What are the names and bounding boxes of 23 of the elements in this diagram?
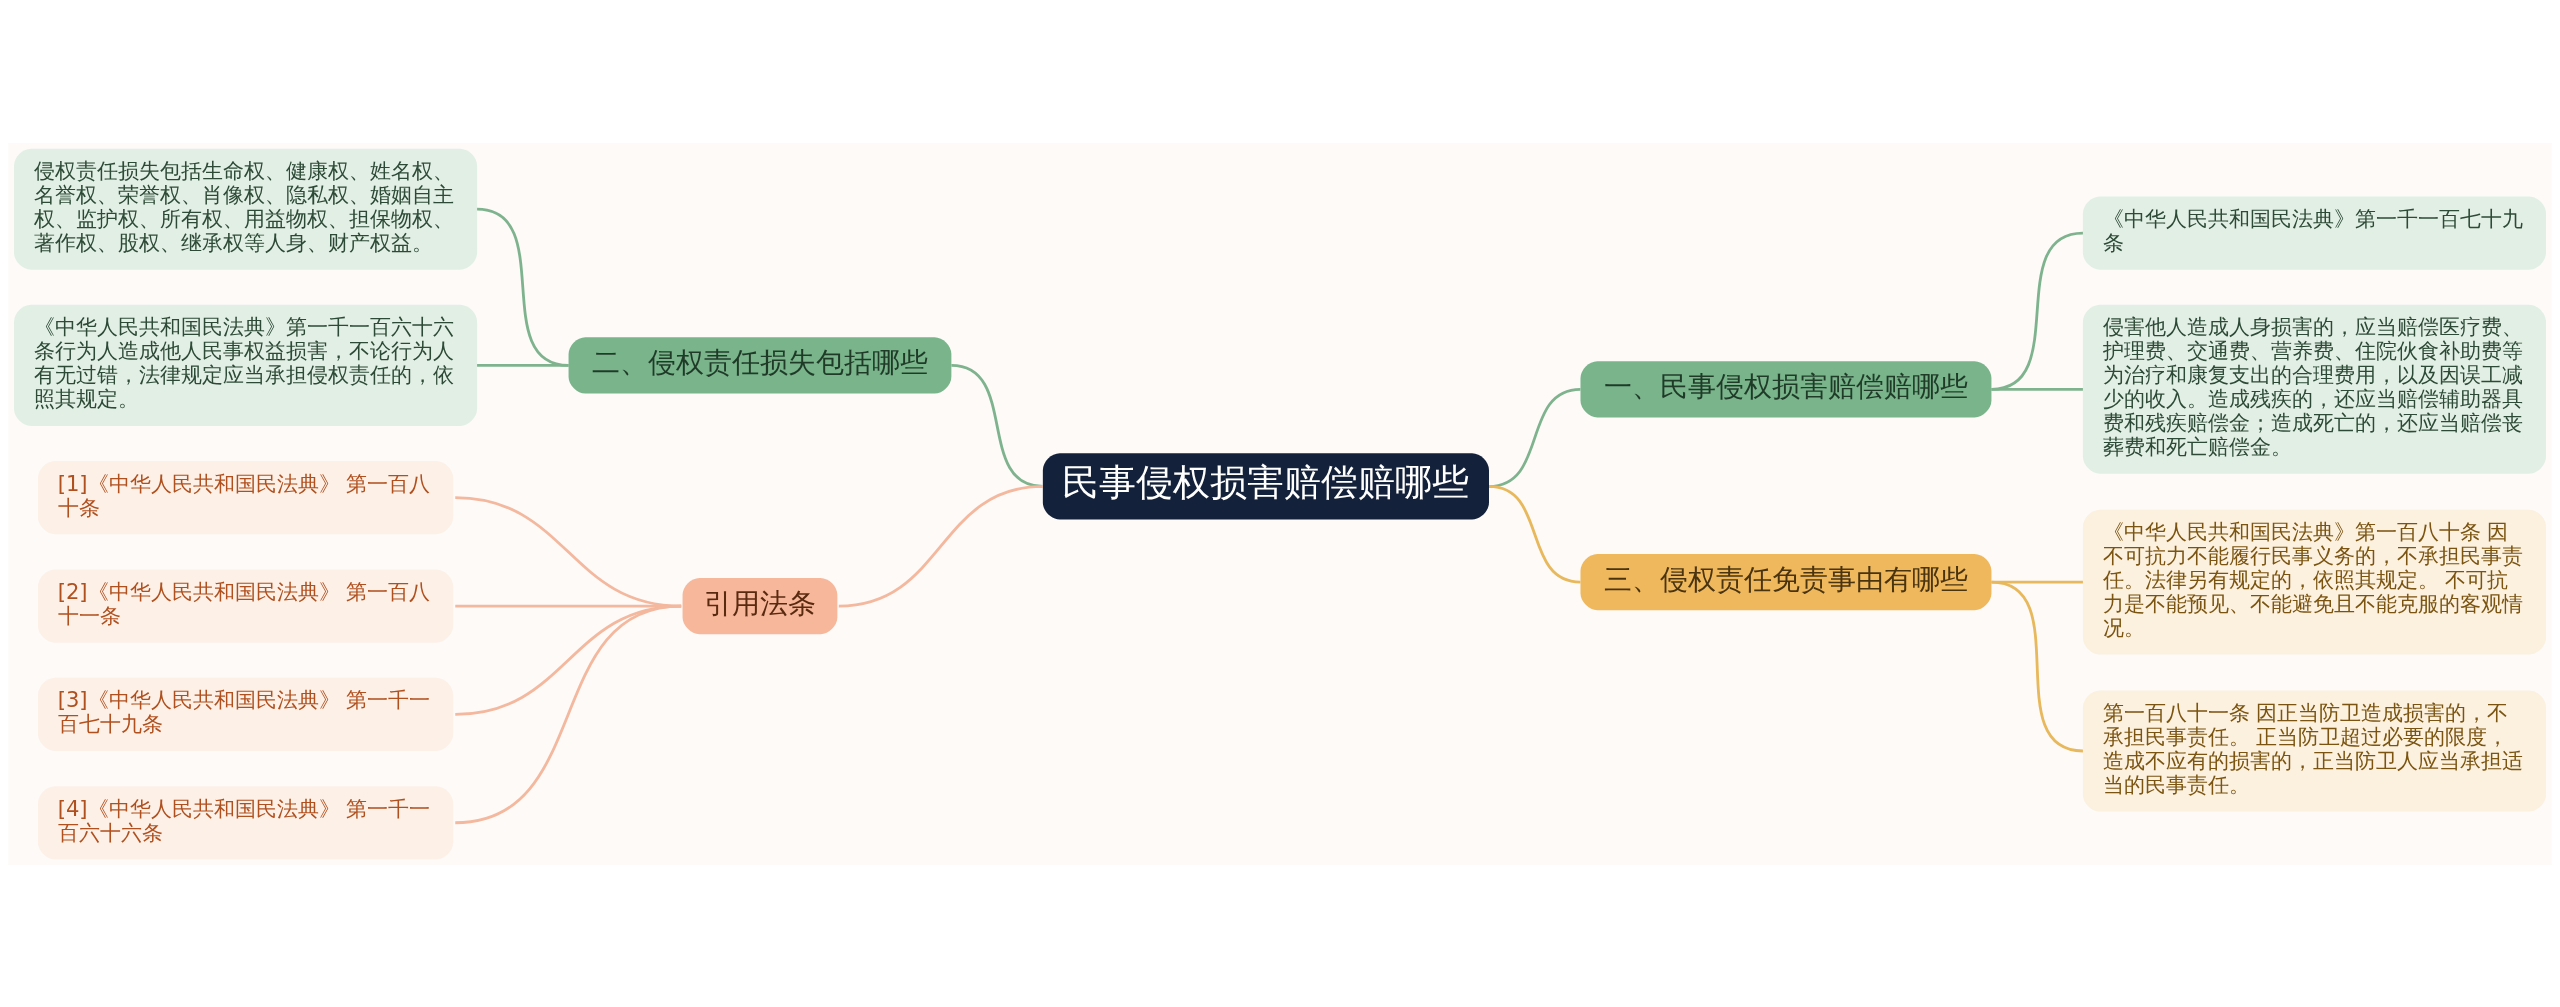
node-box: 二、侵权责任损失包括哪些 bbox=[568, 336, 952, 393]
node-box: 侵害他人造成人身损害的，应当赔偿医疗费、护理费、交通费、营养费、住院伙食补助费等为治疗和康复支出的合理费用，以及因误工减少的收入。造成残疾的，还应当赔偿辅助器具费和残疾赔偿金；造成死亡的，还应当赔偿丧葬费和死亡赔偿金。 bbox=[2082, 304, 2546, 474]
node-box: [1]《中华人民共和国民法典》 第一百八十条 bbox=[37, 460, 454, 534]
node-box: 《中华人民共和国民法典》第一千一百七十九条 bbox=[2082, 196, 2546, 270]
connector bbox=[1991, 387, 2083, 391]
connector bbox=[1991, 580, 2084, 752]
connector bbox=[1991, 231, 2084, 391]
connector bbox=[838, 484, 1043, 607]
connector bbox=[1488, 484, 1581, 583]
node-box: [3]《中华人民共和国民法典》 第一千一百七十九条 bbox=[37, 677, 454, 751]
node-box: 侵权责任损失包括生命权、健康权、姓名权、名誉权、荣誉权、肖像权、隐私权、婚姻自主权、监护权、所有权、用益物权、担保物权、著作权、股权、继承权等人身、财产权益。 bbox=[14, 148, 478, 270]
node-box: 《中华人民共和国民法典》第一千一百六十六条行为人造成他人民事权益损害，不论行为人有无过错，法律规定应当承担侵权责任的，依照其规定。 bbox=[14, 304, 478, 426]
node-box: [4]《中华人民共和国民法典》 第一千一百六十六条 bbox=[37, 785, 454, 859]
connector bbox=[455, 604, 682, 824]
node-box: 民事侵权损害赔偿赔哪些 bbox=[1042, 452, 1489, 519]
node-box: [2]《中华人民共和国民法典》 第一百八十一条 bbox=[37, 568, 454, 643]
node-box: 第一百八十一条 因正当防卫造成损害的，不承担民事责任。 正当防卫超过必要的限度，造成不应有的损害的，正当防卫人应当承担适当的民事责任。 bbox=[2082, 690, 2546, 811]
node-box: 一、民事侵权损害赔偿赔哪些 bbox=[1580, 360, 1992, 417]
connector bbox=[476, 207, 569, 367]
connector bbox=[477, 363, 569, 367]
node-box: 三、侵权责任免责事由有哪些 bbox=[1580, 553, 1992, 610]
node-box: 《中华人民共和国民法典》第一百八十条 因不可抗力不能履行民事义务的，不承担民事责任。法律另有规定的，依照其规定。 不可抗力是不能预见、不能避免且不能克服的客观情况。 bbox=[2082, 509, 2546, 655]
node-box: 引用法条 bbox=[682, 577, 838, 634]
